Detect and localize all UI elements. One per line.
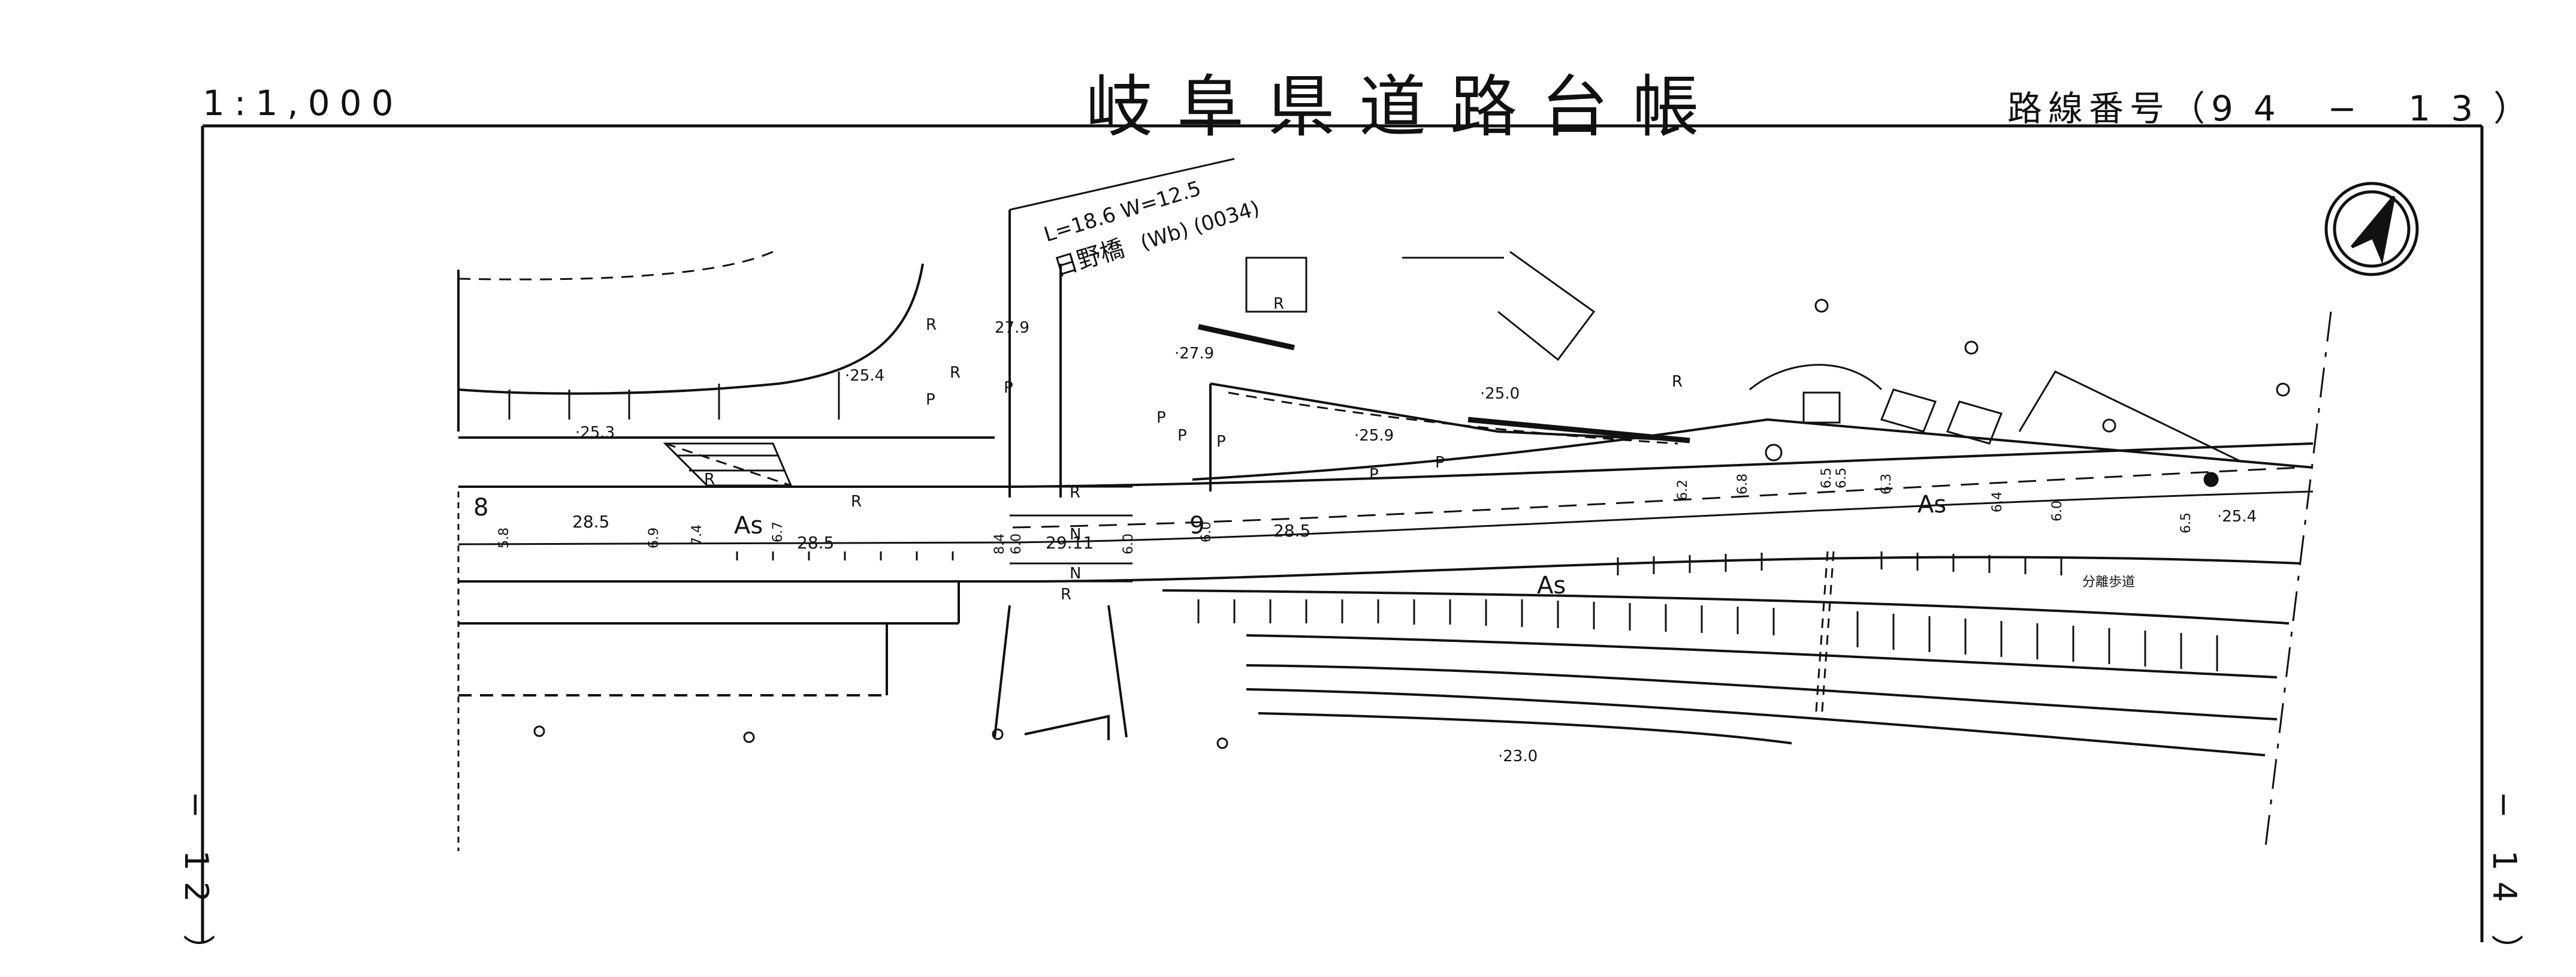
route-suffix: ） (2493, 88, 2535, 129)
dimension-value: 6.9 (647, 527, 662, 548)
surface-label: As (1917, 491, 1946, 518)
retaining-wall-pattern (663, 324, 1690, 487)
feature-labels: R R R R R R R R P P P P P P P N N (704, 295, 1683, 604)
elevation-points: 27.9 ·27.9 ·25.4 ·25.3 ·25.0 ·25.9 ·25.4… (575, 319, 2257, 765)
feature-label: P (1216, 433, 1226, 451)
median-sidewalk-label: 分離歩道 (2082, 575, 2135, 590)
elevation-point: ·25.4 (2217, 508, 2257, 526)
dimension-value: 6.7 (771, 521, 786, 542)
elevation-point: ·25.0 (1480, 385, 1520, 403)
surface-label: As (1537, 572, 1566, 599)
road-width: 28.5 (797, 533, 834, 553)
dimension-value: 6.4 (1990, 491, 2005, 512)
dimension-value: 6.0 (2050, 500, 2065, 521)
road-ledger-map: L=18.6 W=12.5 日野橋 (Wb) (0034) 27.9 ·27.9… (201, 124, 2484, 942)
map-symbols (533, 298, 2290, 749)
feature-label: N (1070, 526, 1081, 544)
feature-label: P (1369, 466, 1379, 484)
station-markers: 8 9 (473, 494, 1204, 539)
dimension-value: 6.2 (1675, 480, 1690, 500)
road-width: 28.5 (572, 512, 609, 532)
dimension-value: 7.4 (690, 524, 705, 545)
feature-label: R (1273, 295, 1284, 313)
elevation-point: ·25.3 (575, 424, 615, 442)
map-frame (201, 124, 2484, 942)
map-scale: 1:1,000 (203, 83, 403, 123)
elevation-point: ·23.0 (1498, 747, 1538, 765)
feature-label: R (1070, 484, 1080, 502)
dimension-value: 6.8 (1735, 474, 1750, 494)
elevation-point: ·27.9 (1174, 345, 1214, 363)
north-arrow-icon (2324, 182, 2419, 276)
dimension-value: 6.5 (1819, 468, 1834, 488)
elevation-point: ·25.4 (845, 367, 884, 385)
feature-label: R (950, 364, 961, 382)
feature-label: P (1156, 409, 1166, 427)
elevation-point: 27.9 (995, 319, 1029, 337)
feature-label: R (1672, 373, 1683, 391)
dimension-value: 6.0 (1009, 533, 1024, 554)
route-number: 94 − 13 (2211, 88, 2494, 129)
feature-label: N (1070, 565, 1081, 583)
road-lines (457, 158, 2332, 852)
route-prefix: 路線番号（ (2007, 88, 2212, 129)
dimension-value: 6.5 (1834, 468, 1849, 488)
road-width: 28.5 (1273, 521, 1310, 541)
dimension-value: 6.3 (1879, 474, 1894, 494)
bridge-label: L=18.6 W=12.5 日野橋 (Wb) (0034) (1041, 176, 1263, 282)
surface-label: As (734, 512, 763, 539)
route-number-label: 路線番号（94 − 13） (2007, 80, 2534, 131)
sidewalk-tick-marks (508, 372, 2218, 671)
feature-label: R (1061, 586, 1071, 604)
station-marker: 8 (473, 494, 488, 521)
feature-label: P (1435, 454, 1445, 472)
station-marker: 9 (1189, 512, 1204, 539)
dimension-value: 6.0 (1121, 533, 1136, 554)
surface-labels: As As As (734, 491, 1946, 599)
small-dimensions: 5.8 6.9 7.4 6.7 8.4 6.0 6.0 6.0 6.2 6.8 … (497, 468, 2194, 554)
dimension-value: 5.8 (497, 527, 512, 548)
dimension-value: 8.4 (992, 533, 1007, 554)
road-widths: 28.5 28.5 29.11 28.5 (572, 512, 1310, 553)
feature-label: P (926, 391, 935, 409)
dimension-value: 6.0 (1199, 521, 1214, 542)
sheet-title: 岐阜県道路台帳 (1086, 68, 1723, 146)
road-width: 29.11 (1046, 533, 1094, 553)
dimension-value: 6.5 (2179, 512, 2194, 533)
feature-label: P (1177, 427, 1187, 445)
elevation-point: ·25.9 (1354, 427, 1394, 445)
feature-label: R (704, 471, 715, 488)
feature-label: P (1004, 379, 1013, 397)
feature-label: R (851, 493, 862, 511)
feature-label: R (926, 316, 937, 334)
